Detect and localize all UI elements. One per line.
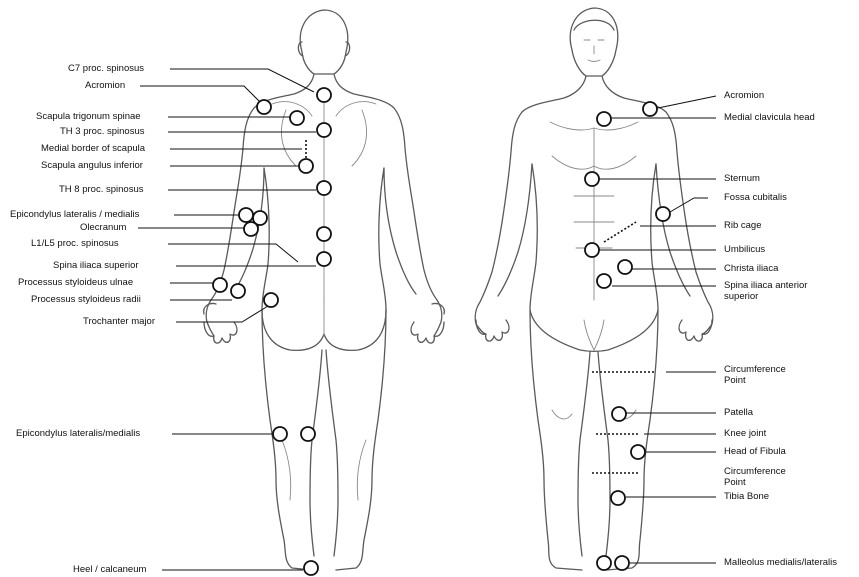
marker-trochanter xyxy=(264,293,278,307)
label-th3: TH 3 proc. spinosus xyxy=(60,126,144,137)
label-th8: TH 8 proc. spinosus xyxy=(59,184,143,195)
marker-styloid-radii xyxy=(231,284,245,298)
posterior-leader-lines xyxy=(138,69,316,570)
label-epicondylus-knee: Epicondylus lateralis/medialis xyxy=(16,428,140,439)
marker-malleolus-lateral xyxy=(615,556,629,570)
marker-acromion-anterior xyxy=(643,102,657,116)
label-head-fibula: Head of Fibula xyxy=(724,446,786,457)
posterior-markers xyxy=(213,88,331,575)
label-l1l5: L1/L5 proc. spinosus xyxy=(31,238,119,249)
marker-malleolus-medial xyxy=(597,556,611,570)
label-scapula-angulus: Scapula angulus inferior xyxy=(41,160,143,171)
label-trochanter: Trochanter major xyxy=(83,316,155,327)
marker-olecranum xyxy=(244,222,258,236)
marker-medial-clavicula xyxy=(597,112,611,126)
label-spina-superior: Spina iliaca superior xyxy=(53,260,139,271)
marker-th8 xyxy=(317,181,331,195)
marker-acromion-left xyxy=(257,100,271,114)
marker-umbilicus xyxy=(585,243,599,257)
marker-styloid-ulnae xyxy=(213,278,227,292)
label-c7: C7 proc. spinosus xyxy=(68,63,144,74)
label-styloid-radii: Processus styloideus radii xyxy=(31,294,141,305)
marker-head-fibula xyxy=(631,445,645,459)
marker-spina-anterior xyxy=(597,274,611,288)
marker-knee-medial xyxy=(301,427,315,441)
marker-patella xyxy=(612,407,626,421)
label-sternum: Sternum xyxy=(724,173,760,184)
label-fossa-cubitalis: Fossa cubitalis xyxy=(724,192,787,203)
label-patella: Patella xyxy=(724,407,753,418)
label-medial-border: Medial border of scapula xyxy=(41,143,145,154)
anterior-body-outline xyxy=(475,8,713,570)
label-rib-cage: Rib cage xyxy=(724,220,762,231)
label-christa-iliaca: Christa iliaca xyxy=(724,263,778,274)
marker-heel xyxy=(304,561,318,575)
marker-tibia xyxy=(611,491,625,505)
label-medial-clavicula: Medial clavicula head xyxy=(724,112,815,123)
marker-sternum xyxy=(585,172,599,186)
label-malleolus: Malleolus medialis/lateralis xyxy=(724,557,837,568)
marker-l5 xyxy=(317,252,331,266)
marker-fossa-cubitalis xyxy=(656,207,670,221)
marker-christa-iliaca xyxy=(618,260,632,274)
marker-l1 xyxy=(317,227,331,241)
label-epicondylus-elbow: Epicondylus lateralis / medialis xyxy=(10,209,139,220)
label-circumference-shank: Circumference Point xyxy=(724,466,804,488)
marker-scapula-trigonum xyxy=(290,111,304,125)
marker-scapula-angulus xyxy=(299,159,313,173)
label-knee-joint: Knee joint xyxy=(724,428,766,439)
label-spina-anterior-superior: Spina iliaca anterior superior xyxy=(724,280,844,302)
label-olecranum: Olecranum xyxy=(80,222,126,233)
marker-epicondylus-elbow-1 xyxy=(239,208,253,222)
marker-th3 xyxy=(317,123,331,137)
marker-knee-lateral xyxy=(273,427,287,441)
label-tibia: Tibia Bone xyxy=(724,491,769,502)
label-scapula-trigonum: Scapula trigonum spinae xyxy=(36,111,141,122)
label-acromion-posterior: Acromion xyxy=(85,80,125,91)
marker-c7 xyxy=(317,88,331,102)
label-umbilicus: Umbilicus xyxy=(724,244,765,255)
label-circumference-thigh: Circumference Point xyxy=(724,364,804,386)
label-styloid-ulnae: Processus styloideus ulnae xyxy=(18,277,133,288)
label-acromion-anterior: Acromion xyxy=(724,90,764,101)
label-heel: Heel / calcaneum xyxy=(73,564,146,575)
